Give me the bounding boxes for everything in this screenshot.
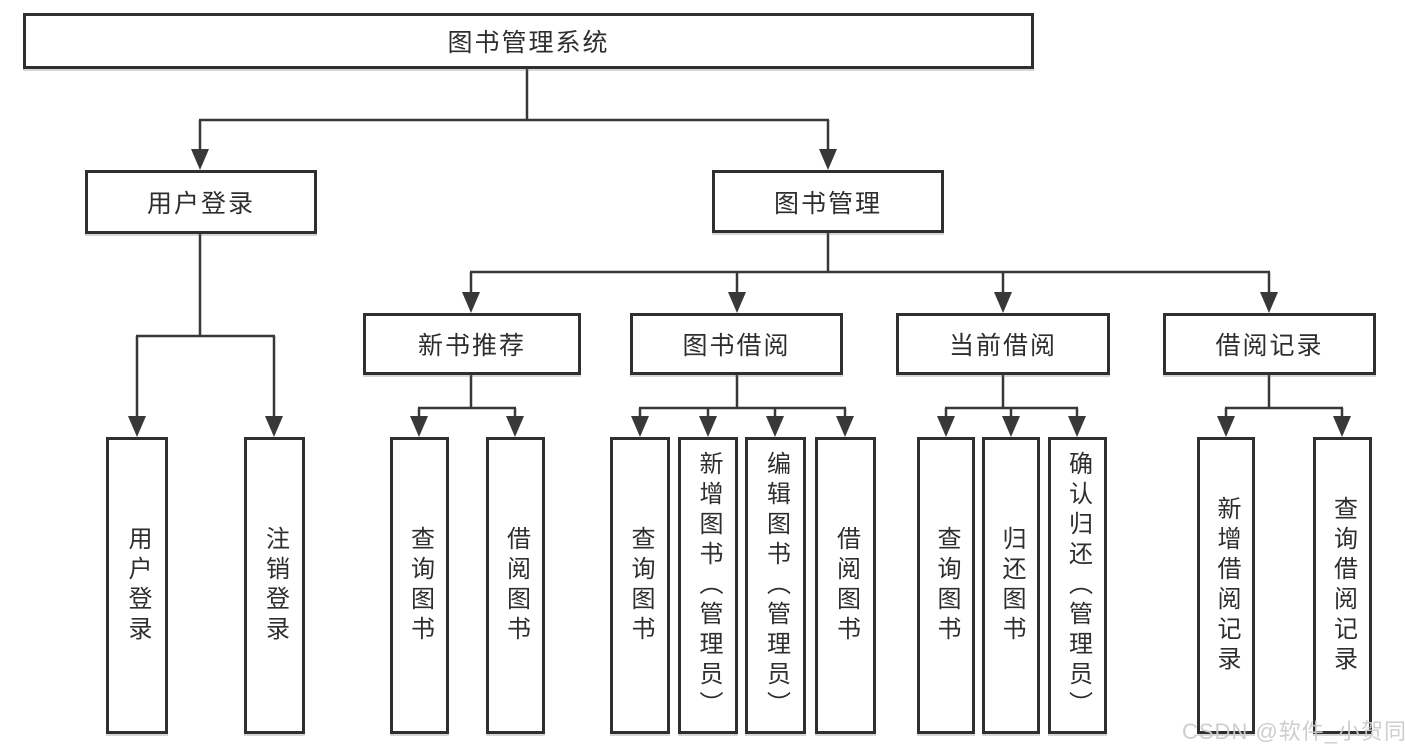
edge-bookborrow-to-leaves — [631, 375, 854, 437]
node-label: 查询借阅记录 — [1329, 495, 1357, 676]
node-label: 注销登录 — [261, 525, 289, 646]
node-label: 用户登录 — [124, 525, 151, 646]
node-label: 图书管理系统 — [447, 29, 610, 57]
edge-currentborrow-to-leaves — [937, 375, 1086, 437]
node-book-borrowing: 图书借阅 — [630, 313, 843, 375]
edge-root-to-level2 — [191, 69, 837, 170]
node-label: 新书推荐 — [417, 332, 526, 360]
leaf-edit-book-admin: 编辑图书（管理员） — [745, 437, 806, 734]
leaf-query-books-borrow: 查询图书 — [610, 437, 670, 734]
node-new-book-recommendation: 新书推荐 — [363, 313, 581, 375]
leaf-return-book: 归还图书 — [982, 437, 1040, 734]
node-label: 查询图书 — [406, 525, 434, 646]
node-label: 新增借阅记录 — [1213, 495, 1240, 676]
edge-login-to-leaves — [128, 234, 283, 437]
node-label: 确认归还（管理员） — [1064, 450, 1092, 721]
node-label: 图书管理 — [773, 189, 882, 218]
node-label: 用户登录 — [146, 190, 255, 218]
node-label: 归还图书 — [998, 525, 1025, 646]
leaf-query-books-current: 查询图书 — [917, 437, 975, 734]
node-label: 查询图书 — [933, 525, 960, 646]
edge-borrowrecord-to-leaves — [1217, 375, 1351, 437]
edge-mgmt-to-level3 — [462, 233, 1278, 313]
leaf-query-borrow-record: 查询借阅记录 — [1313, 437, 1372, 734]
leaf-confirm-return-admin: 确认归还（管理员） — [1048, 437, 1107, 734]
leaf-logout: 注销登录 — [244, 437, 305, 734]
node-book-management: 图书管理 — [712, 170, 944, 233]
csdn-watermark: CSDN @软件_小贺同学 — [1182, 719, 1405, 744]
edge-newbook-to-leaves — [410, 375, 524, 437]
node-current-borrowing: 当前借阅 — [896, 313, 1110, 375]
node-label: 借阅记录 — [1215, 332, 1324, 360]
leaf-borrow-books: 借阅图书 — [815, 437, 876, 734]
leaf-user-login: 用户登录 — [106, 437, 168, 734]
node-label: 编辑图书（管理员） — [762, 450, 790, 721]
leaf-add-book-admin: 新增图书（管理员） — [678, 437, 738, 734]
node-label: 查询图书 — [627, 525, 654, 646]
leaf-add-borrow-record: 新增借阅记录 — [1197, 437, 1255, 734]
node-label: 借阅图书 — [832, 525, 860, 646]
node-label: 当前借阅 — [948, 332, 1057, 360]
node-label: 借阅图书 — [502, 525, 530, 646]
node-label: 图书借阅 — [682, 332, 791, 360]
node-label: 新增图书（管理员） — [695, 450, 722, 721]
node-library-management-system: 图书管理系统 — [23, 13, 1034, 69]
leaf-borrow-books-newrec: 借阅图书 — [486, 437, 545, 734]
node-borrowing-records: 借阅记录 — [1163, 313, 1376, 375]
leaf-query-books-newrec: 查询图书 — [390, 437, 449, 734]
node-user-login: 用户登录 — [85, 170, 317, 234]
